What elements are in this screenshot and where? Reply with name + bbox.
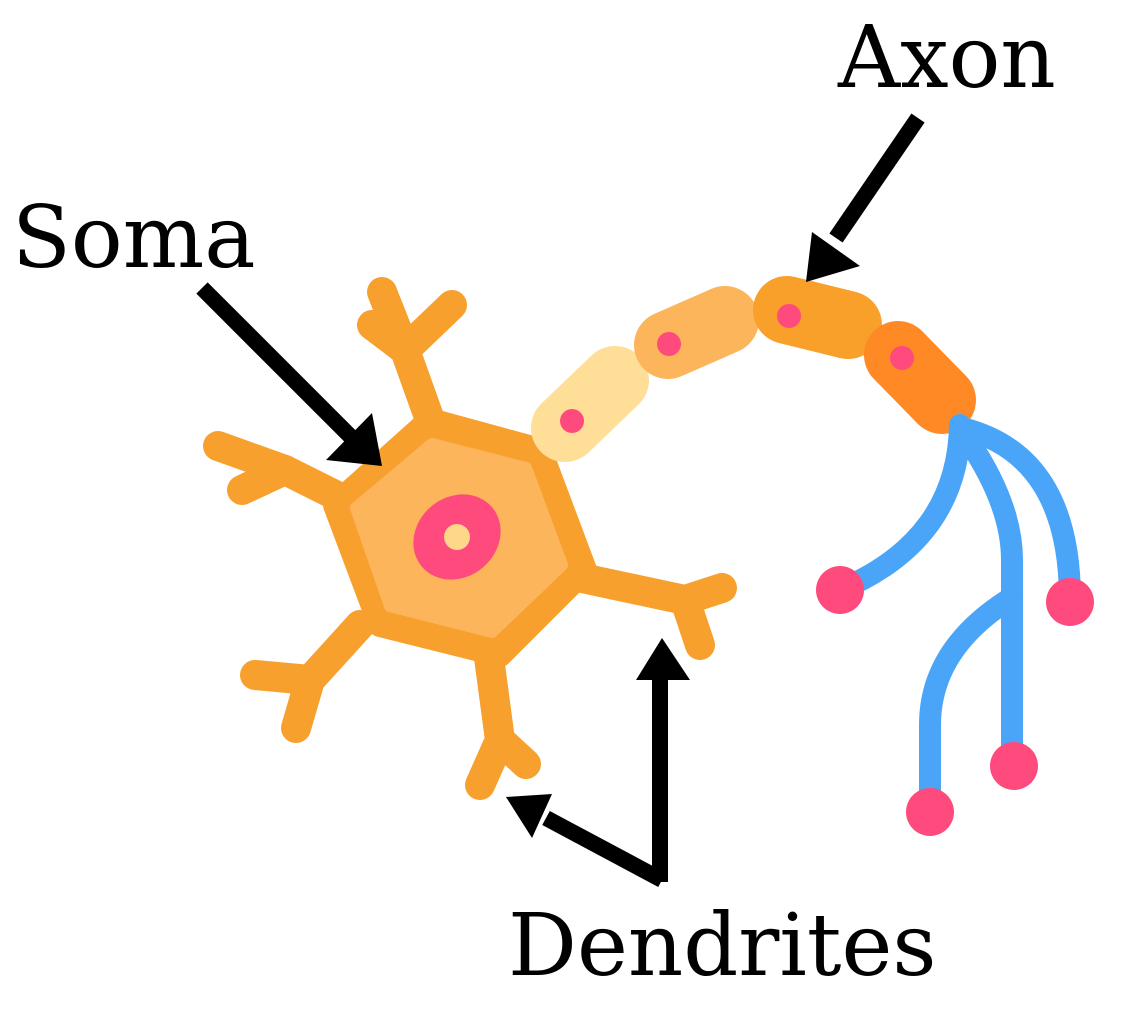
soma-arrow [196, 282, 382, 466]
axon-illustration [531, 276, 976, 462]
dendrites-label: Dendrites [508, 896, 937, 996]
nucleolus [444, 524, 470, 550]
terminal-bulbs [816, 566, 1094, 836]
axon-terminals [829, 414, 1081, 821]
dendrites-arrow-left [506, 794, 666, 888]
dendrites-arrow-up [636, 638, 690, 882]
axon-label: Axon [837, 8, 1056, 108]
axon-nodes [560, 304, 914, 433]
dendrites-illustration [203, 277, 737, 800]
axon-arrow [806, 113, 925, 282]
soma-label: Soma [12, 188, 256, 288]
